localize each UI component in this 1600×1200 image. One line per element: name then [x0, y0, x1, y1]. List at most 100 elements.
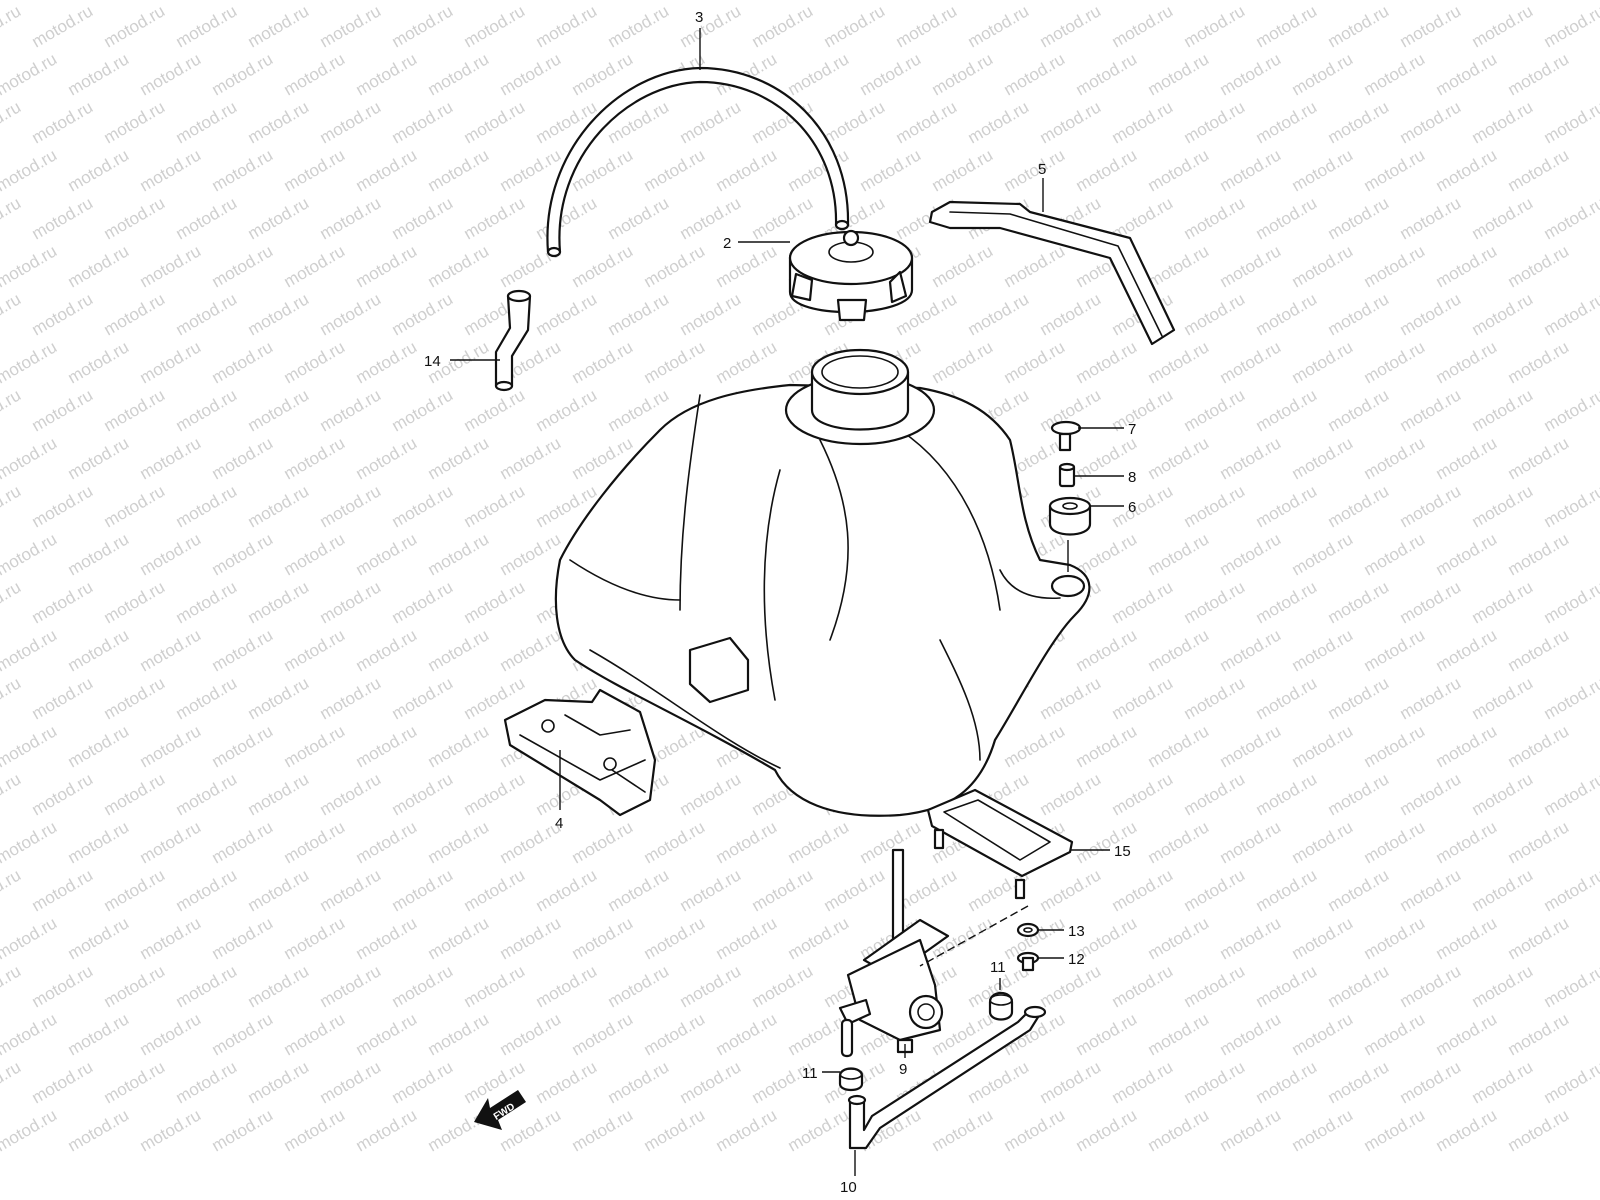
watermark-text: motod.ru — [641, 145, 709, 195]
breather-hose — [546, 66, 850, 258]
watermark-text: motod.ru — [0, 241, 60, 291]
watermark-text: motod.ru — [1505, 817, 1573, 867]
watermark-text: motod.ru — [425, 241, 493, 291]
fuel-cap — [788, 229, 914, 322]
watermark-text: motod.ru — [1289, 433, 1357, 483]
watermark-text: motod.ru — [317, 385, 385, 435]
watermark-text: motod.ru — [533, 289, 601, 339]
watermark-text: motod.ru — [1541, 961, 1600, 1011]
watermark-text: motod.ru — [1505, 529, 1573, 579]
watermark-text: motod.ru — [1325, 961, 1393, 1011]
watermark-text: motod.ru — [1325, 673, 1393, 723]
watermark-text: motod.ru — [461, 577, 529, 627]
watermark-text: motod.ru — [1397, 385, 1465, 435]
watermark-text: motod.ru — [0, 721, 60, 771]
watermark-text: motod.ru — [389, 865, 457, 915]
watermark-text: motod.ru — [425, 817, 493, 867]
watermark-text: motod.ru — [965, 289, 1033, 339]
watermark-text: motod.ru — [1217, 337, 1285, 387]
watermark-text: motod.ru — [245, 865, 313, 915]
watermark-text: motod.ru — [1073, 1105, 1141, 1155]
watermark-text: motod.ru — [1397, 97, 1465, 147]
watermark-text: motod.ru — [137, 721, 205, 771]
watermark-text: motod.ru — [497, 0, 565, 3]
watermark-text: motod.ru — [65, 817, 133, 867]
watermark-text: motod.ru — [1469, 577, 1537, 627]
watermark-text: motod.ru — [0, 1057, 24, 1107]
watermark-text: motod.ru — [1037, 1057, 1105, 1107]
watermark-text: motod.ru — [533, 385, 601, 435]
watermark-text: motod.ru — [785, 913, 853, 963]
watermark-text: motod.ru — [497, 913, 565, 963]
watermark-text: motod.ru — [1217, 1105, 1285, 1155]
watermark-text: motod.ru — [497, 433, 565, 483]
watermark-text: motod.ru — [425, 49, 493, 99]
watermark-text: motod.ru — [317, 1057, 385, 1107]
watermark-text: motod.ru — [1289, 913, 1357, 963]
watermark-text: motod.ru — [65, 625, 133, 675]
watermark-text: motod.ru — [137, 337, 205, 387]
watermark-text: motod.ru — [1361, 433, 1429, 483]
watermark-text: motod.ru — [101, 1, 169, 51]
watermark-text: motod.ru — [137, 1009, 205, 1059]
hose-clamp-lower — [838, 1067, 864, 1092]
watermark-text: motod.ru — [1433, 0, 1501, 3]
watermark-text: motod.ru — [1541, 193, 1600, 243]
watermark-text: motod.ru — [353, 529, 421, 579]
watermark-text: motod.ru — [461, 961, 529, 1011]
watermark-text: motod.ru — [1361, 529, 1429, 579]
watermark-text: motod.ru — [1145, 0, 1213, 3]
watermark-text: motod.ru — [1397, 289, 1465, 339]
watermark-text: motod.ru — [209, 1105, 277, 1155]
watermark-text: motod.ru — [1181, 385, 1249, 435]
watermark-text: motod.ru — [1253, 769, 1321, 819]
watermark-text: motod.ru — [605, 865, 673, 915]
watermark-text: motod.ru — [65, 241, 133, 291]
watermark-text: motod.ru — [749, 961, 817, 1011]
watermark-text: motod.ru — [425, 433, 493, 483]
watermark-text: motod.ru — [1253, 481, 1321, 531]
watermark-text: motod.ru — [1397, 769, 1465, 819]
watermark-text: motod.ru — [1253, 97, 1321, 147]
watermark-text: motod.ru — [1433, 241, 1501, 291]
watermark-text: motod.ru — [281, 49, 349, 99]
watermark-text: motod.ru — [281, 0, 349, 3]
watermark-text: motod.ru — [605, 289, 673, 339]
watermark-text: motod.ru — [1109, 769, 1177, 819]
watermark-text: motod.ru — [461, 865, 529, 915]
watermark-text: motod.ru — [1109, 97, 1177, 147]
watermark-text: motod.ru — [1181, 97, 1249, 147]
watermark-text: motod.ru — [1433, 49, 1501, 99]
watermark-text: motod.ru — [677, 193, 745, 243]
watermark-text: motod.ru — [1253, 961, 1321, 1011]
watermark-text: motod.ru — [1253, 1, 1321, 51]
watermark-text: motod.ru — [1541, 289, 1600, 339]
watermark-text: motod.ru — [101, 481, 169, 531]
spacer-collar — [1058, 462, 1076, 488]
watermark-text: motod.ru — [569, 0, 637, 3]
watermark-text: motod.ru — [317, 193, 385, 243]
watermark-text: motod.ru — [29, 865, 97, 915]
watermark-text: motod.ru — [569, 337, 637, 387]
watermark-text: motod.ru — [1505, 433, 1573, 483]
watermark-text: motod.ru — [0, 0, 60, 3]
front-bracket — [503, 688, 657, 817]
watermark-text: motod.ru — [353, 817, 421, 867]
watermark-text: motod.ru — [209, 337, 277, 387]
watermark-text: motod.ru — [101, 193, 169, 243]
watermark-text: motod.ru — [533, 961, 601, 1011]
watermark-text: motod.ru — [137, 145, 205, 195]
watermark-text: motod.ru — [1469, 673, 1537, 723]
watermark-text: motod.ru — [1361, 817, 1429, 867]
watermark-text: motod.ru — [1073, 721, 1141, 771]
watermark-text: motod.ru — [29, 1, 97, 51]
watermark-text: motod.ru — [209, 49, 277, 99]
watermark-text: motod.ru — [1469, 97, 1537, 147]
watermark-text: motod.ru — [317, 577, 385, 627]
hose-clamp-upper — [988, 991, 1014, 1021]
watermark-text: motod.ru — [137, 1105, 205, 1155]
watermark-text: motod.ru — [1289, 721, 1357, 771]
watermark-text: motod.ru — [1289, 1009, 1357, 1059]
watermark-text: motod.ru — [1433, 529, 1501, 579]
watermark-text: motod.ru — [1469, 961, 1537, 1011]
